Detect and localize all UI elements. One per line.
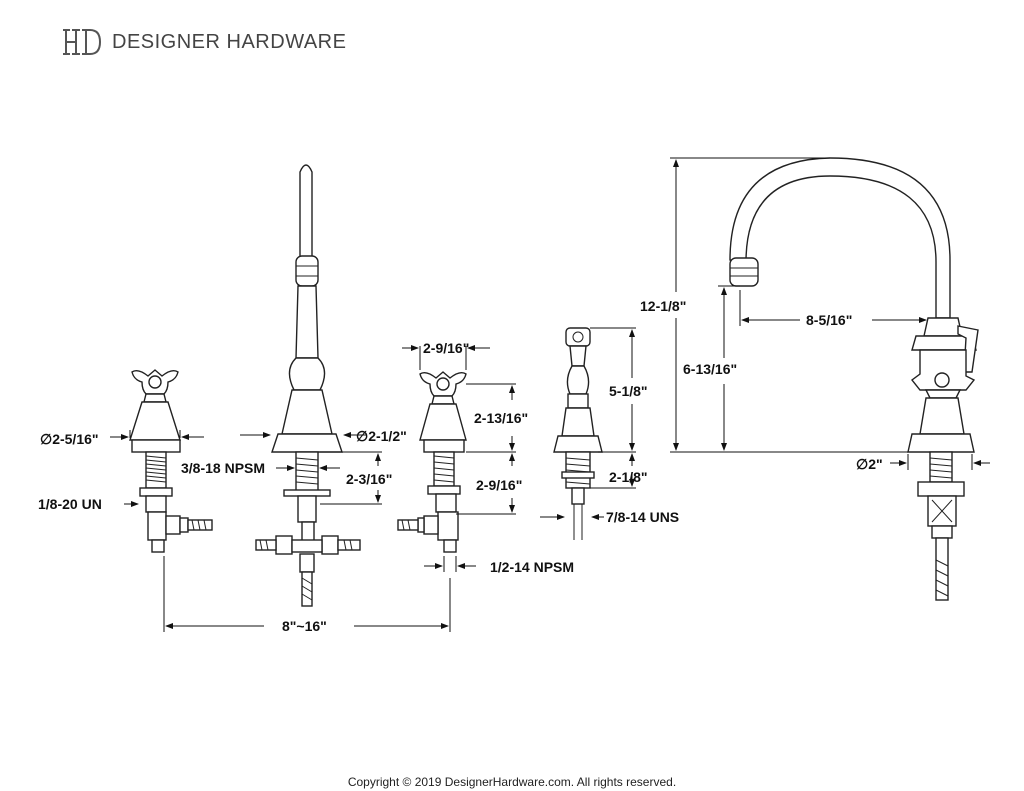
label-handle-height: 2-13/16": [474, 410, 528, 426]
label-total-height: 12-1/8": [640, 298, 686, 314]
label-center-spread: 8"~16": [282, 618, 327, 634]
label-spout-thread: 3/8-18 NPSM: [181, 460, 265, 476]
label-inlet-thread: 1/2-14 NPSM: [490, 559, 574, 575]
brand-name: DESIGNER HARDWARE: [112, 31, 347, 53]
label-spout-reach: 8-5/16": [806, 312, 852, 328]
left-handle-valve: [129, 369, 213, 553]
label-spout-shank-length: 2-3/16": [346, 471, 392, 487]
label-handle-top-width: 2-9/16": [423, 340, 469, 356]
label-handle-shank-length: 2-9/16": [476, 477, 522, 493]
side-sprayer: [553, 327, 603, 540]
label-spout-escutcheon-dia: ∅2-1/2": [356, 428, 407, 444]
label-handle-escutcheon-dia: ∅2-5/16": [40, 431, 99, 447]
dimension-labels: ∅2-5/16" ∅2-1/2" 3/8-18 NPSM 2-3/16" 1/8…: [38, 298, 883, 634]
label-handle-outlet-thread: 1/8-20 UN: [38, 496, 102, 512]
label-sprayer-shank-length: 2-1/8": [609, 469, 648, 485]
dimension-lines: [110, 157, 990, 632]
label-spout-outlet-height: 6-13/16": [683, 361, 737, 377]
logo-monogram-icon: [63, 29, 102, 55]
right-handle-valve: [397, 371, 467, 553]
spout-side-view: [729, 157, 979, 601]
copyright-text: Copyright © 2019 DesignerHardware.com. A…: [347, 775, 677, 789]
spout-front-view: [255, 164, 361, 607]
label-sprayer-height: 5-1/8": [609, 383, 648, 399]
label-sprayer-thread: 7/8-14 UNS: [606, 509, 679, 525]
label-base-dia: ∅2": [856, 456, 883, 472]
